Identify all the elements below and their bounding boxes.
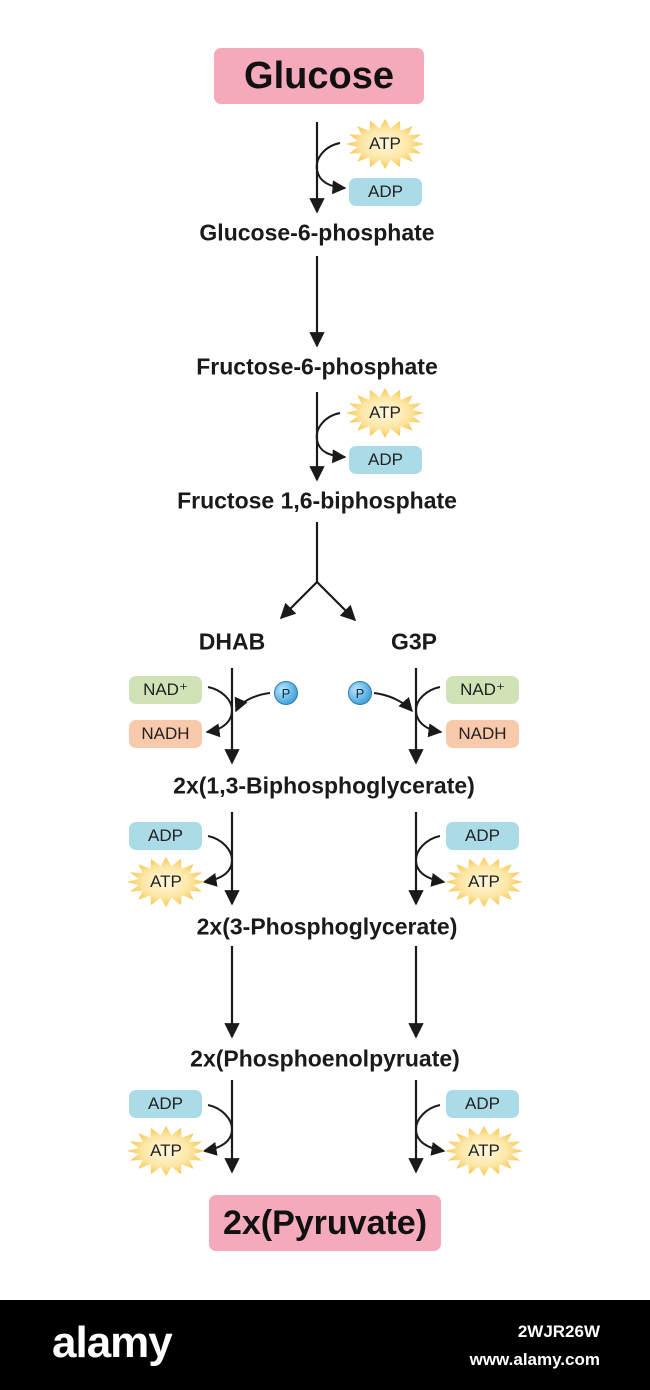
arrow-layer xyxy=(202,122,446,1174)
label-phosphoenolpyruate: 2x(Phosphoenolpyruate) xyxy=(190,1045,460,1072)
atp-star-left-2: ATP xyxy=(126,1125,206,1177)
watermark-image-id: 2WJR26W xyxy=(517,1322,600,1341)
curve-atp-adp-2 xyxy=(315,412,347,464)
atp-label: ATP xyxy=(369,134,401,153)
atp-starburst-icon xyxy=(445,857,523,907)
nadh-pill-left: NADH xyxy=(129,720,202,748)
nadh-pill-right: NADH xyxy=(446,720,519,748)
atp-label: ATP xyxy=(369,403,401,422)
phosphate-icon-right: P xyxy=(348,681,372,705)
adp-pill-left-2: ADP xyxy=(129,1090,202,1118)
watermark-logo: alamy xyxy=(52,1318,173,1367)
atp-star-right-1: ATP xyxy=(444,856,524,908)
atp-label: ATP xyxy=(150,872,182,891)
label-fructose-1-6-biphosphate: Fructose 1,6-biphosphate xyxy=(177,487,457,514)
adp-pill-2: ADP xyxy=(349,446,422,474)
curve-nad-right xyxy=(414,686,443,738)
label-fructose-6-phosphate: Fructose-6-phosphate xyxy=(196,353,438,380)
curve-p-left xyxy=(234,692,271,713)
watermark-footer: alamy 2WJR26W www.alamy.com xyxy=(0,1300,650,1390)
curve-adp-atp-right-2 xyxy=(414,1104,446,1156)
label-g3p: G3P xyxy=(390,628,438,655)
curve-p-right xyxy=(373,692,413,713)
label-glucose-6-phosphate: Glucose-6-phosphate xyxy=(199,219,435,246)
curve-adp-atp-right-1 xyxy=(414,835,446,887)
nad-plus-pill-left: NAD⁺ xyxy=(129,676,202,704)
curve-atp-adp-1 xyxy=(315,142,347,195)
phosphate-icon-left: P xyxy=(274,681,298,705)
atp-starburst-icon xyxy=(445,1126,523,1176)
atp-star-right-2: ATP xyxy=(444,1125,524,1177)
watermark-url: www.alamy.com xyxy=(469,1350,600,1369)
adp-pill-1: ADP xyxy=(349,178,422,206)
atp-label: ATP xyxy=(150,1141,182,1160)
label-3-phosphoglycerate: 2x(3-Phosphoglycerate) xyxy=(196,913,458,940)
pyruvate-box: 2x(Pyruvate) xyxy=(209,1195,441,1251)
glucose-box: Glucose xyxy=(214,48,424,104)
curve-adp-atp-left-2 xyxy=(202,1104,234,1156)
atp-star-1: ATP xyxy=(345,118,425,170)
curve-adp-atp-left-1 xyxy=(202,835,234,887)
atp-label: ATP xyxy=(468,872,500,891)
adp-pill-right-1: ADP xyxy=(446,822,519,850)
label-1-3-biphosphoglycerate: 2x(1,3-Biphosphoglycerate) xyxy=(173,772,475,799)
atp-starburst-icon xyxy=(127,1126,205,1176)
atp-starburst-icon xyxy=(346,388,424,438)
atp-label: ATP xyxy=(468,1141,500,1160)
nad-plus-pill-right: NAD⁺ xyxy=(446,676,519,704)
atp-star-left-1: ATP xyxy=(126,856,206,908)
atp-starburst-icon xyxy=(346,119,424,169)
atp-star-2: ATP xyxy=(345,387,425,439)
curve-nad-left xyxy=(205,686,234,738)
adp-pill-left-1: ADP xyxy=(129,822,202,850)
glycolysis-diagram: Glucose 2x(Pyruvate) Glucose-6-phosphate… xyxy=(126,48,524,1251)
adp-pill-right-2: ADP xyxy=(446,1090,519,1118)
label-dhab: DHAB xyxy=(198,628,266,655)
atp-starburst-icon xyxy=(127,857,205,907)
arrow-split-left xyxy=(279,581,318,620)
arrow-split-right xyxy=(316,581,357,622)
